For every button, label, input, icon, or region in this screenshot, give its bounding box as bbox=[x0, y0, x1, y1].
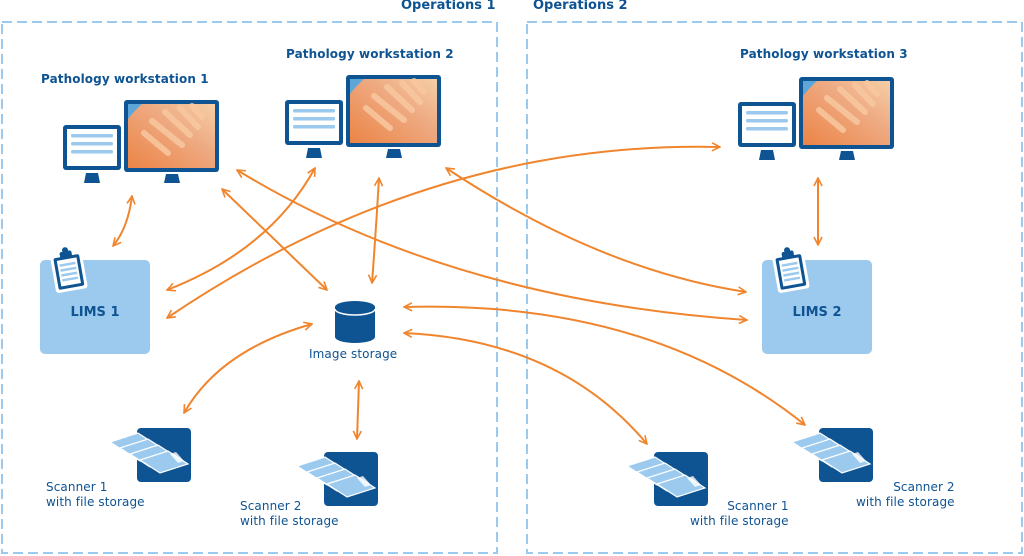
arrow-storage-op2-scanner2[interactable] bbox=[404, 307, 805, 425]
arrow-pw2-lims2[interactable] bbox=[446, 168, 746, 292]
zone-title-operations-1: Operations 1 bbox=[401, 0, 496, 13]
op1-scanner-1-label: Scanner 1 with file storage bbox=[46, 480, 145, 510]
op2-scanner-1-label: Scanner 1 with file storage bbox=[690, 499, 789, 529]
arrow-pw1-lims2[interactable] bbox=[237, 170, 747, 320]
arrow-storage-op1-scanner1[interactable] bbox=[184, 324, 312, 413]
arrow-storage-op2-scanner1[interactable] bbox=[404, 333, 647, 444]
op2-scanner-2-label: Scanner 2 with file storage bbox=[856, 480, 955, 510]
op2-scanner-1-desc: with file storage bbox=[690, 514, 789, 528]
lims-1-label: LIMS 1 bbox=[70, 305, 120, 320]
zone-title-operations-2: Operations 2 bbox=[533, 0, 628, 13]
pathology-workstation-3-label: Pathology workstation 3 bbox=[740, 47, 908, 61]
op2-scanner-1-name: Scanner 1 bbox=[727, 499, 789, 513]
arrow-pw2-storage[interactable] bbox=[372, 178, 379, 283]
image-storage-label: Image storage bbox=[309, 347, 398, 361]
op1-scanner-1-name: Scanner 1 bbox=[46, 480, 108, 494]
arrow-pw3-lims1[interactable] bbox=[167, 147, 720, 318]
pathology-workstation-1-label: Pathology workstation 1 bbox=[41, 72, 209, 86]
pathology-workstation-2-label: Pathology workstation 2 bbox=[286, 47, 454, 61]
op1-scanner-2-label: Scanner 2 with file storage bbox=[240, 499, 339, 529]
arrow-storage-op1-scanner2[interactable] bbox=[357, 381, 359, 439]
zone-operations-1-border bbox=[1, 21, 498, 554]
op2-scanner-2-desc: with file storage bbox=[856, 495, 955, 509]
op1-scanner-2-desc: with file storage bbox=[240, 514, 339, 528]
op1-scanner-1-desc: with file storage bbox=[46, 495, 145, 509]
op1-scanner-2-name: Scanner 2 bbox=[240, 499, 302, 513]
op2-scanner-2-name: Scanner 2 bbox=[893, 480, 955, 494]
arrow-pw1-lims1[interactable] bbox=[113, 196, 132, 246]
